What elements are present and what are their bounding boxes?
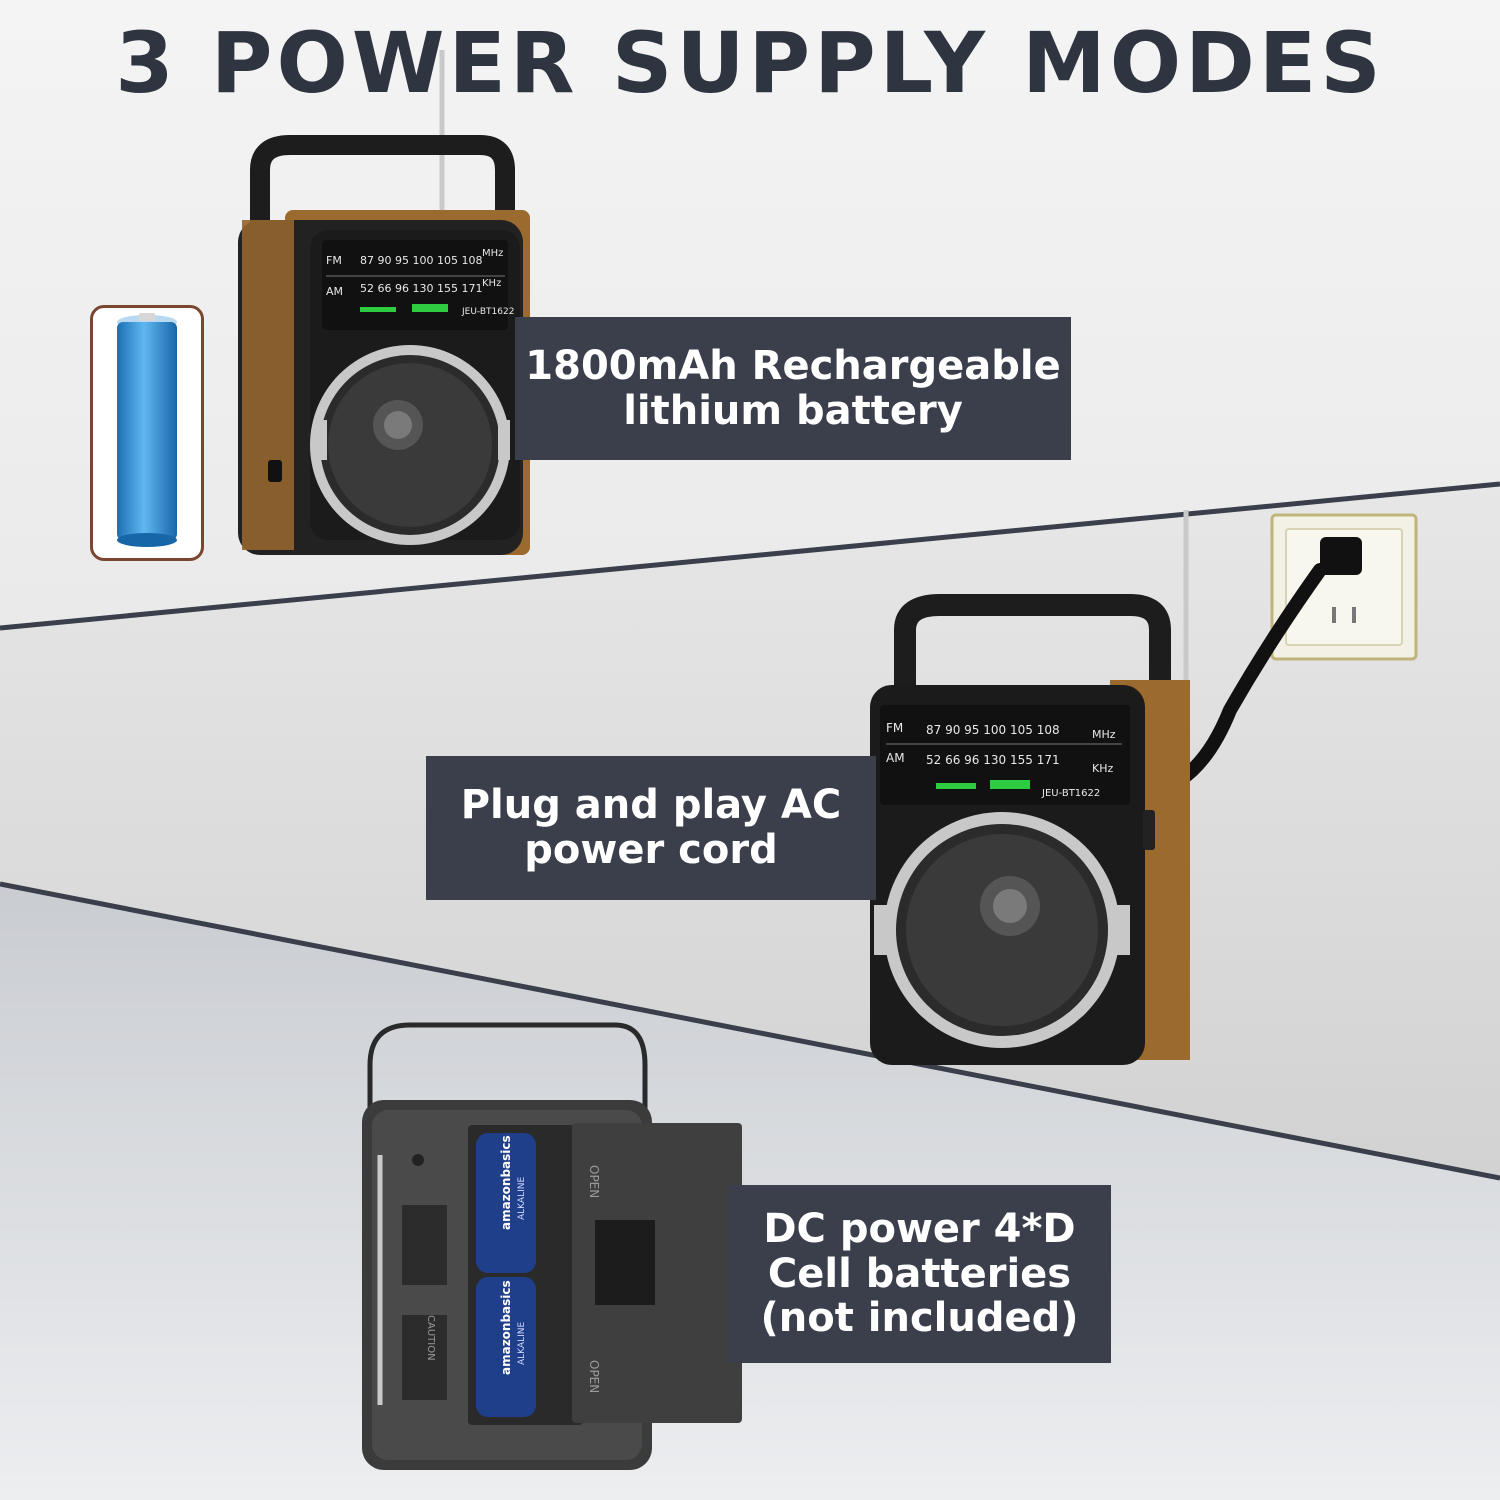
am-unit: KHz [1092,762,1113,775]
door-label: OPEN [587,1360,601,1393]
radio-front-image: FM 87 90 95 100 105 108 MHz AM 52 66 96 … [238,50,530,555]
radio-back-image: amazonbasics amazonbasics ALKALINE ALKAL… [362,1022,742,1470]
am-label: AM [886,751,905,765]
caution-label: CAUTION [425,1315,436,1361]
door-label: OPEN [587,1165,601,1198]
caption-line: power cord [524,827,778,873]
caption-line: 1800mAh Rechargeable [525,342,1061,389]
am-scale: 52 66 96 130 155 171 [360,282,482,295]
wall-outlet-image [1270,513,1418,661]
am-unit: KHz [482,278,501,289]
fm-scale: 87 90 95 100 105 108 [926,723,1060,737]
battery-type: ALKALINE [517,1322,527,1365]
caption-line: (not included) [760,1295,1079,1342]
radio-angled-image: FM 87 90 95 100 105 108 MHz AM 52 66 96 … [870,510,1190,1065]
battery-brand: amazonbasics [499,1280,513,1375]
power-cord [1173,563,1327,787]
battery-brand: amazonbasics [499,1135,513,1230]
fm-label: FM [886,721,903,735]
mode-caption-lithium: 1800mAh Rechargeable lithium battery [515,317,1071,460]
caption-line: lithium battery [623,387,963,434]
fm-scale: 87 90 95 100 105 108 [360,254,482,267]
mode-caption-dc: DC power 4*D Cell batteries (not include… [728,1185,1111,1363]
fm-unit: MHz [1092,728,1116,741]
caption-line: DC power 4*D [763,1205,1076,1252]
headline: 3 POWER SUPPLY MODES [115,14,1385,112]
fm-label: FM [326,254,342,267]
model-label: JEU-BT1622 [461,307,514,317]
fm-unit: MHz [482,248,503,259]
lithium-battery-callout [90,305,204,561]
am-label: AM [326,285,343,298]
mode-caption-ac: Plug and play AC power cord [426,756,876,900]
caption-line: Plug and play AC [460,782,842,829]
lithium-battery-icon [117,313,177,547]
battery-type: ALKALINE [517,1177,527,1220]
am-scale: 52 66 96 130 155 171 [926,753,1060,767]
model-label: JEU-BT1622 [1041,788,1100,799]
caption-line: Cell batteries [767,1250,1072,1297]
